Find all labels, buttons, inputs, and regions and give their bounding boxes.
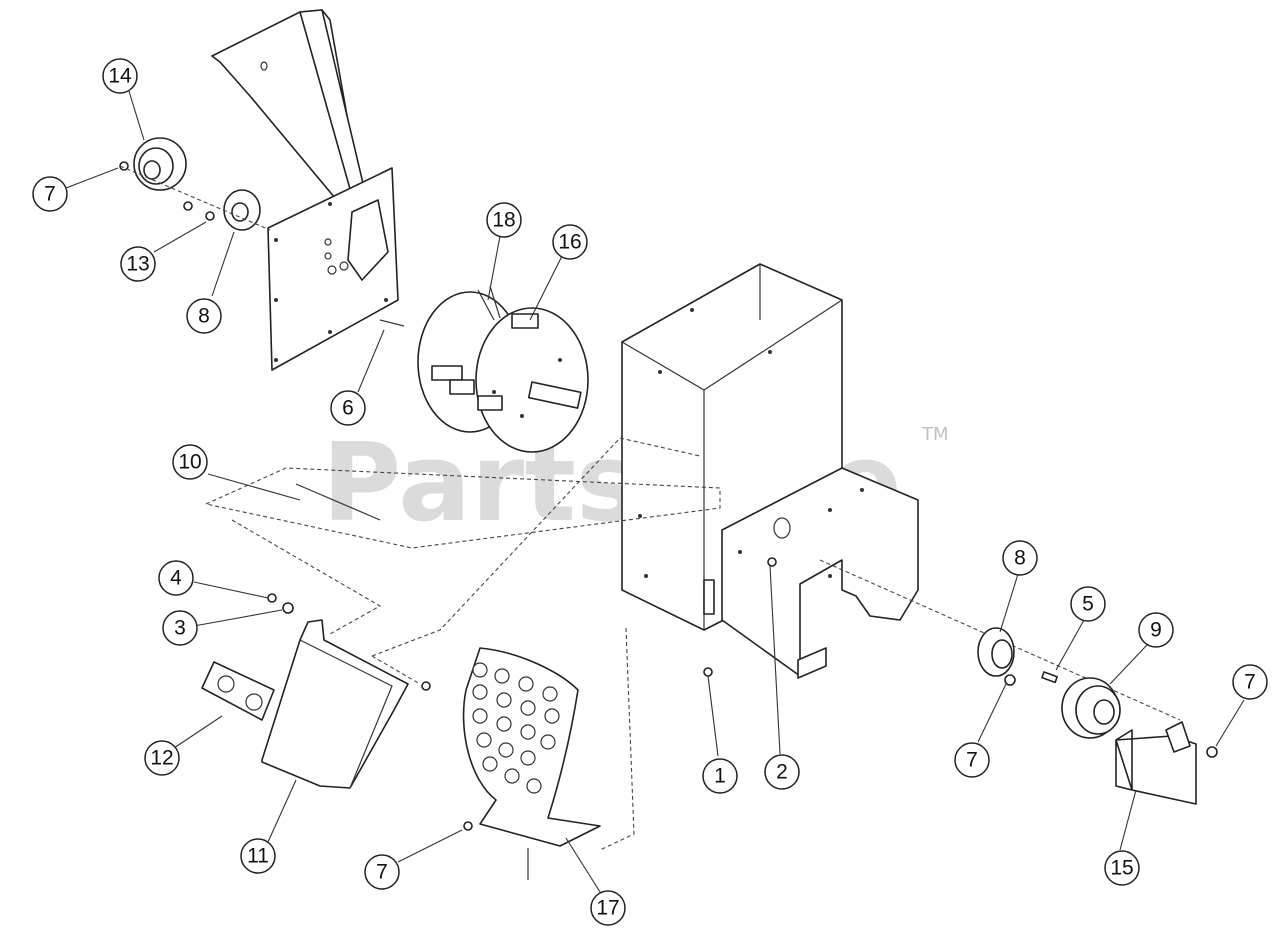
callout-7: 7 [954,742,990,778]
callout-15: 15 [1104,850,1140,886]
svg-text:8: 8 [1014,547,1026,570]
callout-3: 3 [162,610,198,646]
discharge-chute [211,9,367,205]
svg-text:8: 8 [198,305,210,328]
svg-text:11: 11 [247,845,269,868]
shaft-key [1041,671,1058,684]
callout-6: 6 [330,390,366,426]
callout-8: 8 [186,298,222,334]
svg-text:12: 12 [150,747,173,770]
svg-text:1: 1 [714,765,726,788]
svg-text:9: 9 [1150,619,1162,642]
screen-grate [462,647,601,847]
svg-text:7: 7 [966,749,978,772]
callout-12: 12 [144,740,180,776]
side-plate [267,167,399,371]
svg-text:17: 17 [596,897,619,920]
callout-11: 11 [240,838,276,874]
callout-14: 14 [102,58,138,94]
svg-text:2: 2 [776,761,788,784]
callout-9: 9 [1138,612,1174,648]
bolt [703,579,715,615]
callout-18: 18 [486,202,522,238]
svg-text:7: 7 [376,861,388,884]
nut-right [1206,746,1218,758]
svg-text:15: 15 [1110,857,1133,880]
callout-16: 16 [552,224,588,260]
flange-bearing-right [977,627,1016,686]
leader-lines [65,87,1245,893]
callout-8: 8 [1002,540,1038,576]
svg-text:13: 13 [126,253,149,276]
svg-text:18: 18 [492,209,515,232]
warning-decal [201,661,275,721]
frame-bracket [721,467,919,679]
belt-guard [1115,721,1197,805]
svg-text:7: 7 [1244,671,1256,694]
flange-bearing-upper [183,189,261,231]
hopper-cover [261,593,431,789]
svg-text:6: 6 [342,397,354,420]
watermark-trademark: TM [921,424,949,445]
pulley [1061,677,1121,739]
callout-10: 10 [172,444,208,480]
callout-7: 7 [32,176,68,212]
svg-text:10: 10 [178,451,201,474]
callout-5: 5 [1070,586,1106,622]
callout-7: 7 [1232,664,1268,700]
svg-text:5: 5 [1082,593,1094,616]
svg-text:7: 7 [44,183,56,206]
callout-17: 17 [590,890,626,926]
callout-1: 1 [702,758,738,794]
svg-text:16: 16 [558,231,581,254]
callout-2: 2 [764,754,800,790]
svg-text:14: 14 [108,65,132,88]
callout-7: 7 [364,854,400,890]
callout-13: 13 [120,246,156,282]
washer [767,557,777,567]
callout-4: 4 [158,560,194,596]
nut [703,667,713,677]
svg-text:4: 4 [170,567,182,590]
bearing-housing [119,137,187,191]
svg-text:3: 3 [174,617,186,640]
slide-gate [204,467,721,549]
rotor-assembly [417,285,589,453]
